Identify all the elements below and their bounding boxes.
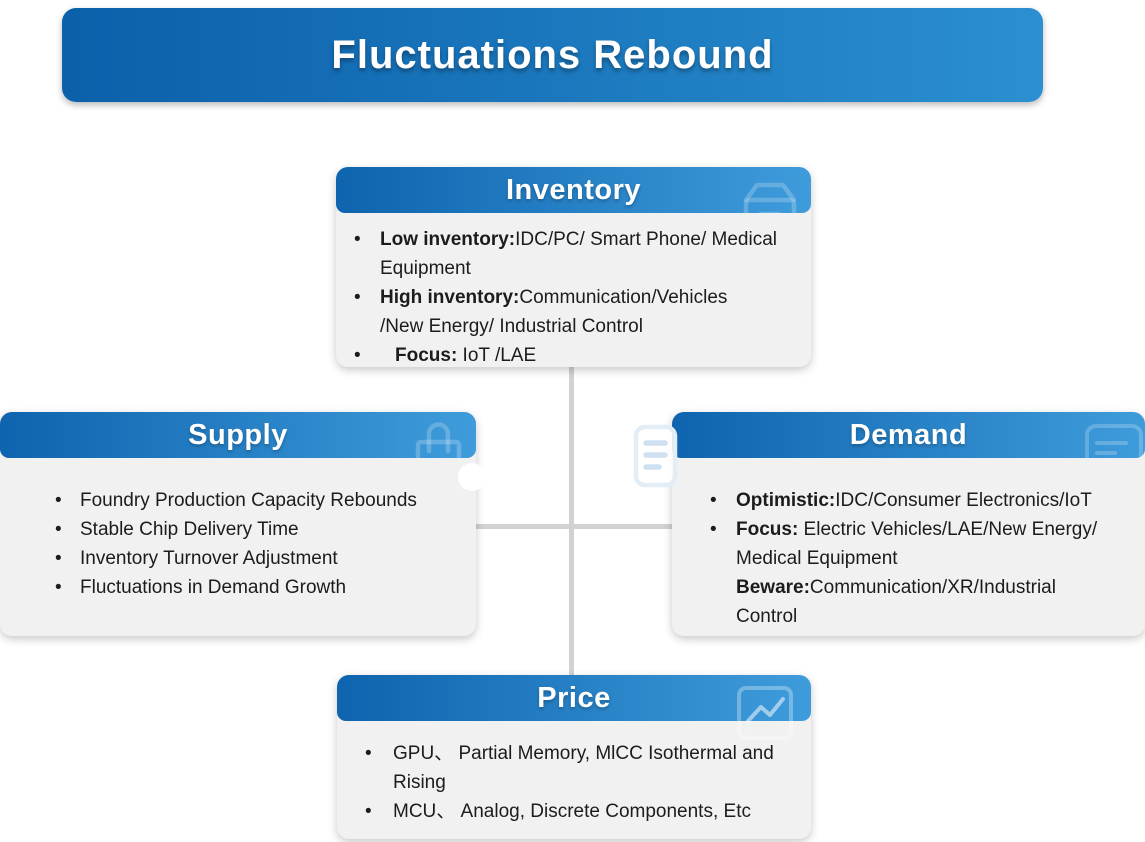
demand-header: Demand <box>672 412 1145 458</box>
bullet-marker: • <box>354 287 361 308</box>
bullet-marker: • <box>710 490 717 511</box>
bullet-marker: • <box>354 229 361 250</box>
price-header: Price <box>337 675 811 721</box>
list-item: • Foundry Production Capacity Rebounds <box>55 486 468 515</box>
list-item-text: Focus: IoT /LAE <box>395 345 537 366</box>
list-item-text: Fluctuations in Demand Growth <box>80 577 347 598</box>
list-item-text: Focus: Electric Vehicles/LAE/New Energy/… <box>736 519 1098 569</box>
demand-body: • Optimistic:IDC/Consumer Electronics/IoT… <box>672 458 1145 636</box>
bullet-marker: • <box>710 519 717 540</box>
title-banner: Fluctuations Rebound <box>62 8 1043 102</box>
white-circle-badge <box>458 463 486 491</box>
shopping-bag-lock-icon <box>415 422 462 458</box>
inventory-body: • Low inventory:IDC/PC/ Smart Phone/ Medi… <box>336 213 811 367</box>
list-item-text: Stable Chip Delivery Time <box>80 519 299 540</box>
list-item-text: Low inventory:IDC/PC/ Smart Phone/ Medic… <box>380 229 777 279</box>
list-item: • Focus: IoT /LAE <box>354 341 803 370</box>
list-item: • Stable Chip Delivery Time <box>55 515 468 544</box>
line-chart-icon <box>736 685 794 748</box>
supply-title: Supply <box>188 418 288 451</box>
list-item-text: Foundry Production Capacity Rebounds <box>80 490 417 511</box>
price-title: Price <box>537 681 611 714</box>
list-item-text: Optimistic:IDC/Consumer Electronics/IoT <box>736 490 1092 511</box>
list-item: • Focus: Electric Vehicles/LAE/New Energy… <box>710 515 1139 573</box>
message-card-icon <box>1085 424 1143 458</box>
list-item: • High inventory:Communication/Vehicles /… <box>354 283 803 341</box>
inventory-title: Inventory <box>505 173 642 206</box>
list-item-text: Inventory Turnover Adjustment <box>80 548 338 569</box>
bullet-marker: • <box>55 519 62 540</box>
archive-box-icon <box>743 182 797 213</box>
list-item-text: MCU、 Analog, Discrete Components, Etc <box>393 801 751 822</box>
bullet-marker: • <box>354 345 361 366</box>
list-item-text: GPU、 Partial Memory, MlCC Isothermal and… <box>393 743 774 793</box>
list-item-text: High inventory:Communication/Vehicles /N… <box>380 287 728 337</box>
price-body: • GPU、 Partial Memory, MlCC Isothermal an… <box>337 721 811 839</box>
list-item: • MCU、 Analog, Discrete Components, Etc <box>365 797 803 826</box>
supply-header: Supply <box>0 412 476 458</box>
supply-body: • Foundry Production Capacity Rebounds • St… <box>0 458 476 636</box>
bullet-marker: • <box>55 490 62 511</box>
list-item: • Fluctuations in Demand Growth <box>55 573 468 602</box>
supply-box: • Foundry Production Capacity Rebounds • St… <box>0 412 476 636</box>
list-item: • GPU、 Partial Memory, MlCC Isothermal an… <box>365 739 803 797</box>
list-item-text: Beware:Communication/XR/Industrial Contr… <box>736 577 1056 627</box>
bullet-marker: • <box>365 743 372 764</box>
bullet-marker: • <box>55 548 62 569</box>
bullet-marker: • <box>55 577 62 598</box>
inventory-box: • Low inventory:IDC/PC/ Smart Phone/ Medi… <box>336 167 811 367</box>
demand-title: Demand <box>849 418 968 451</box>
list-item: • Low inventory:IDC/PC/ Smart Phone/ Medi… <box>354 225 803 283</box>
receipt-list-icon <box>632 424 679 493</box>
list-item: • Optimistic:IDC/Consumer Electronics/IoT <box>710 486 1139 515</box>
horizontal-connector-line <box>470 524 678 529</box>
page-title: Fluctuations Rebound <box>331 32 774 77</box>
vertical-connector-line <box>569 367 574 675</box>
list-item: • Inventory Turnover Adjustment <box>55 544 468 573</box>
inventory-header: Inventory <box>336 167 811 213</box>
price-box: • GPU、 Partial Memory, MlCC Isothermal an… <box>337 675 811 839</box>
demand-box: • Optimistic:IDC/Consumer Electronics/IoT… <box>672 412 1145 636</box>
list-item: Beware:Communication/XR/Industrial Contr… <box>710 573 1139 631</box>
bullet-marker: • <box>365 801 372 822</box>
